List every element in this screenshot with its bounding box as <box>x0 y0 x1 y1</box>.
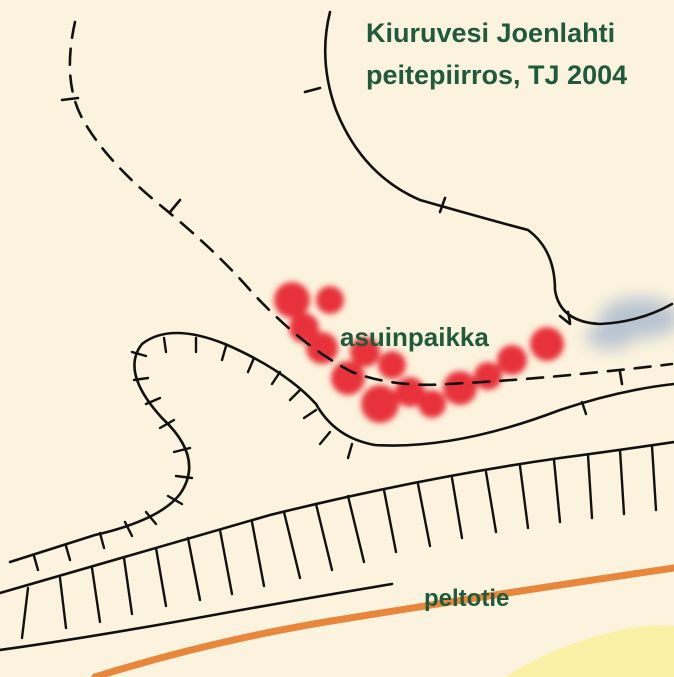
slope-inner-ticks <box>32 336 588 572</box>
site-label: asuinpaikka <box>340 322 489 352</box>
slope-edge-upper <box>323 10 674 326</box>
settlement-site-marks <box>274 282 564 423</box>
embankment-upper-line <box>0 440 674 595</box>
slope-edge-inner <box>8 331 674 564</box>
map-title: Kiuruvesi Joenlahti <box>366 18 616 48</box>
dashed-path <box>68 20 674 387</box>
field-area <box>505 625 674 677</box>
road <box>91 564 674 677</box>
embankment-lower-line <box>0 582 394 652</box>
embankment-hachures <box>20 444 658 640</box>
road-label: peltotie <box>424 585 510 612</box>
slope-edge-ticks <box>303 86 572 326</box>
map-subtitle: peitepiirros, TJ 2004 <box>366 60 628 90</box>
